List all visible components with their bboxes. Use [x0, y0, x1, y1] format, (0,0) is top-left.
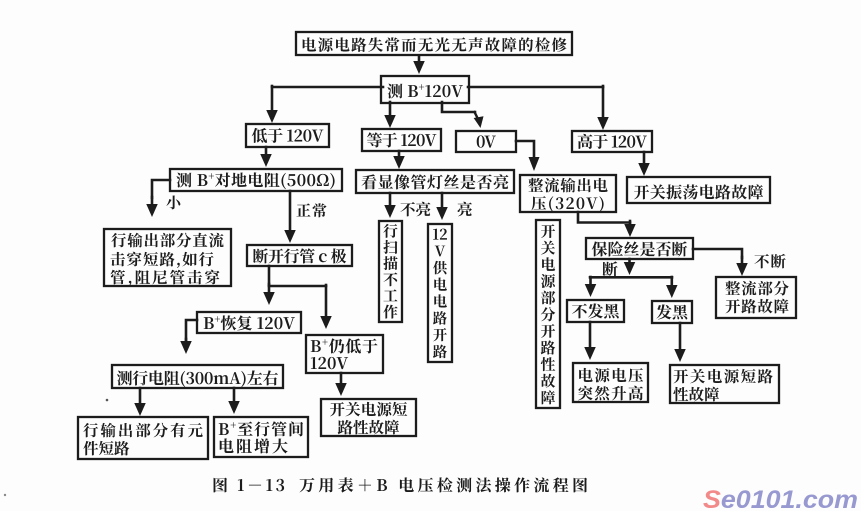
svg-text:Se0101.com: Se0101.com	[703, 486, 858, 511]
